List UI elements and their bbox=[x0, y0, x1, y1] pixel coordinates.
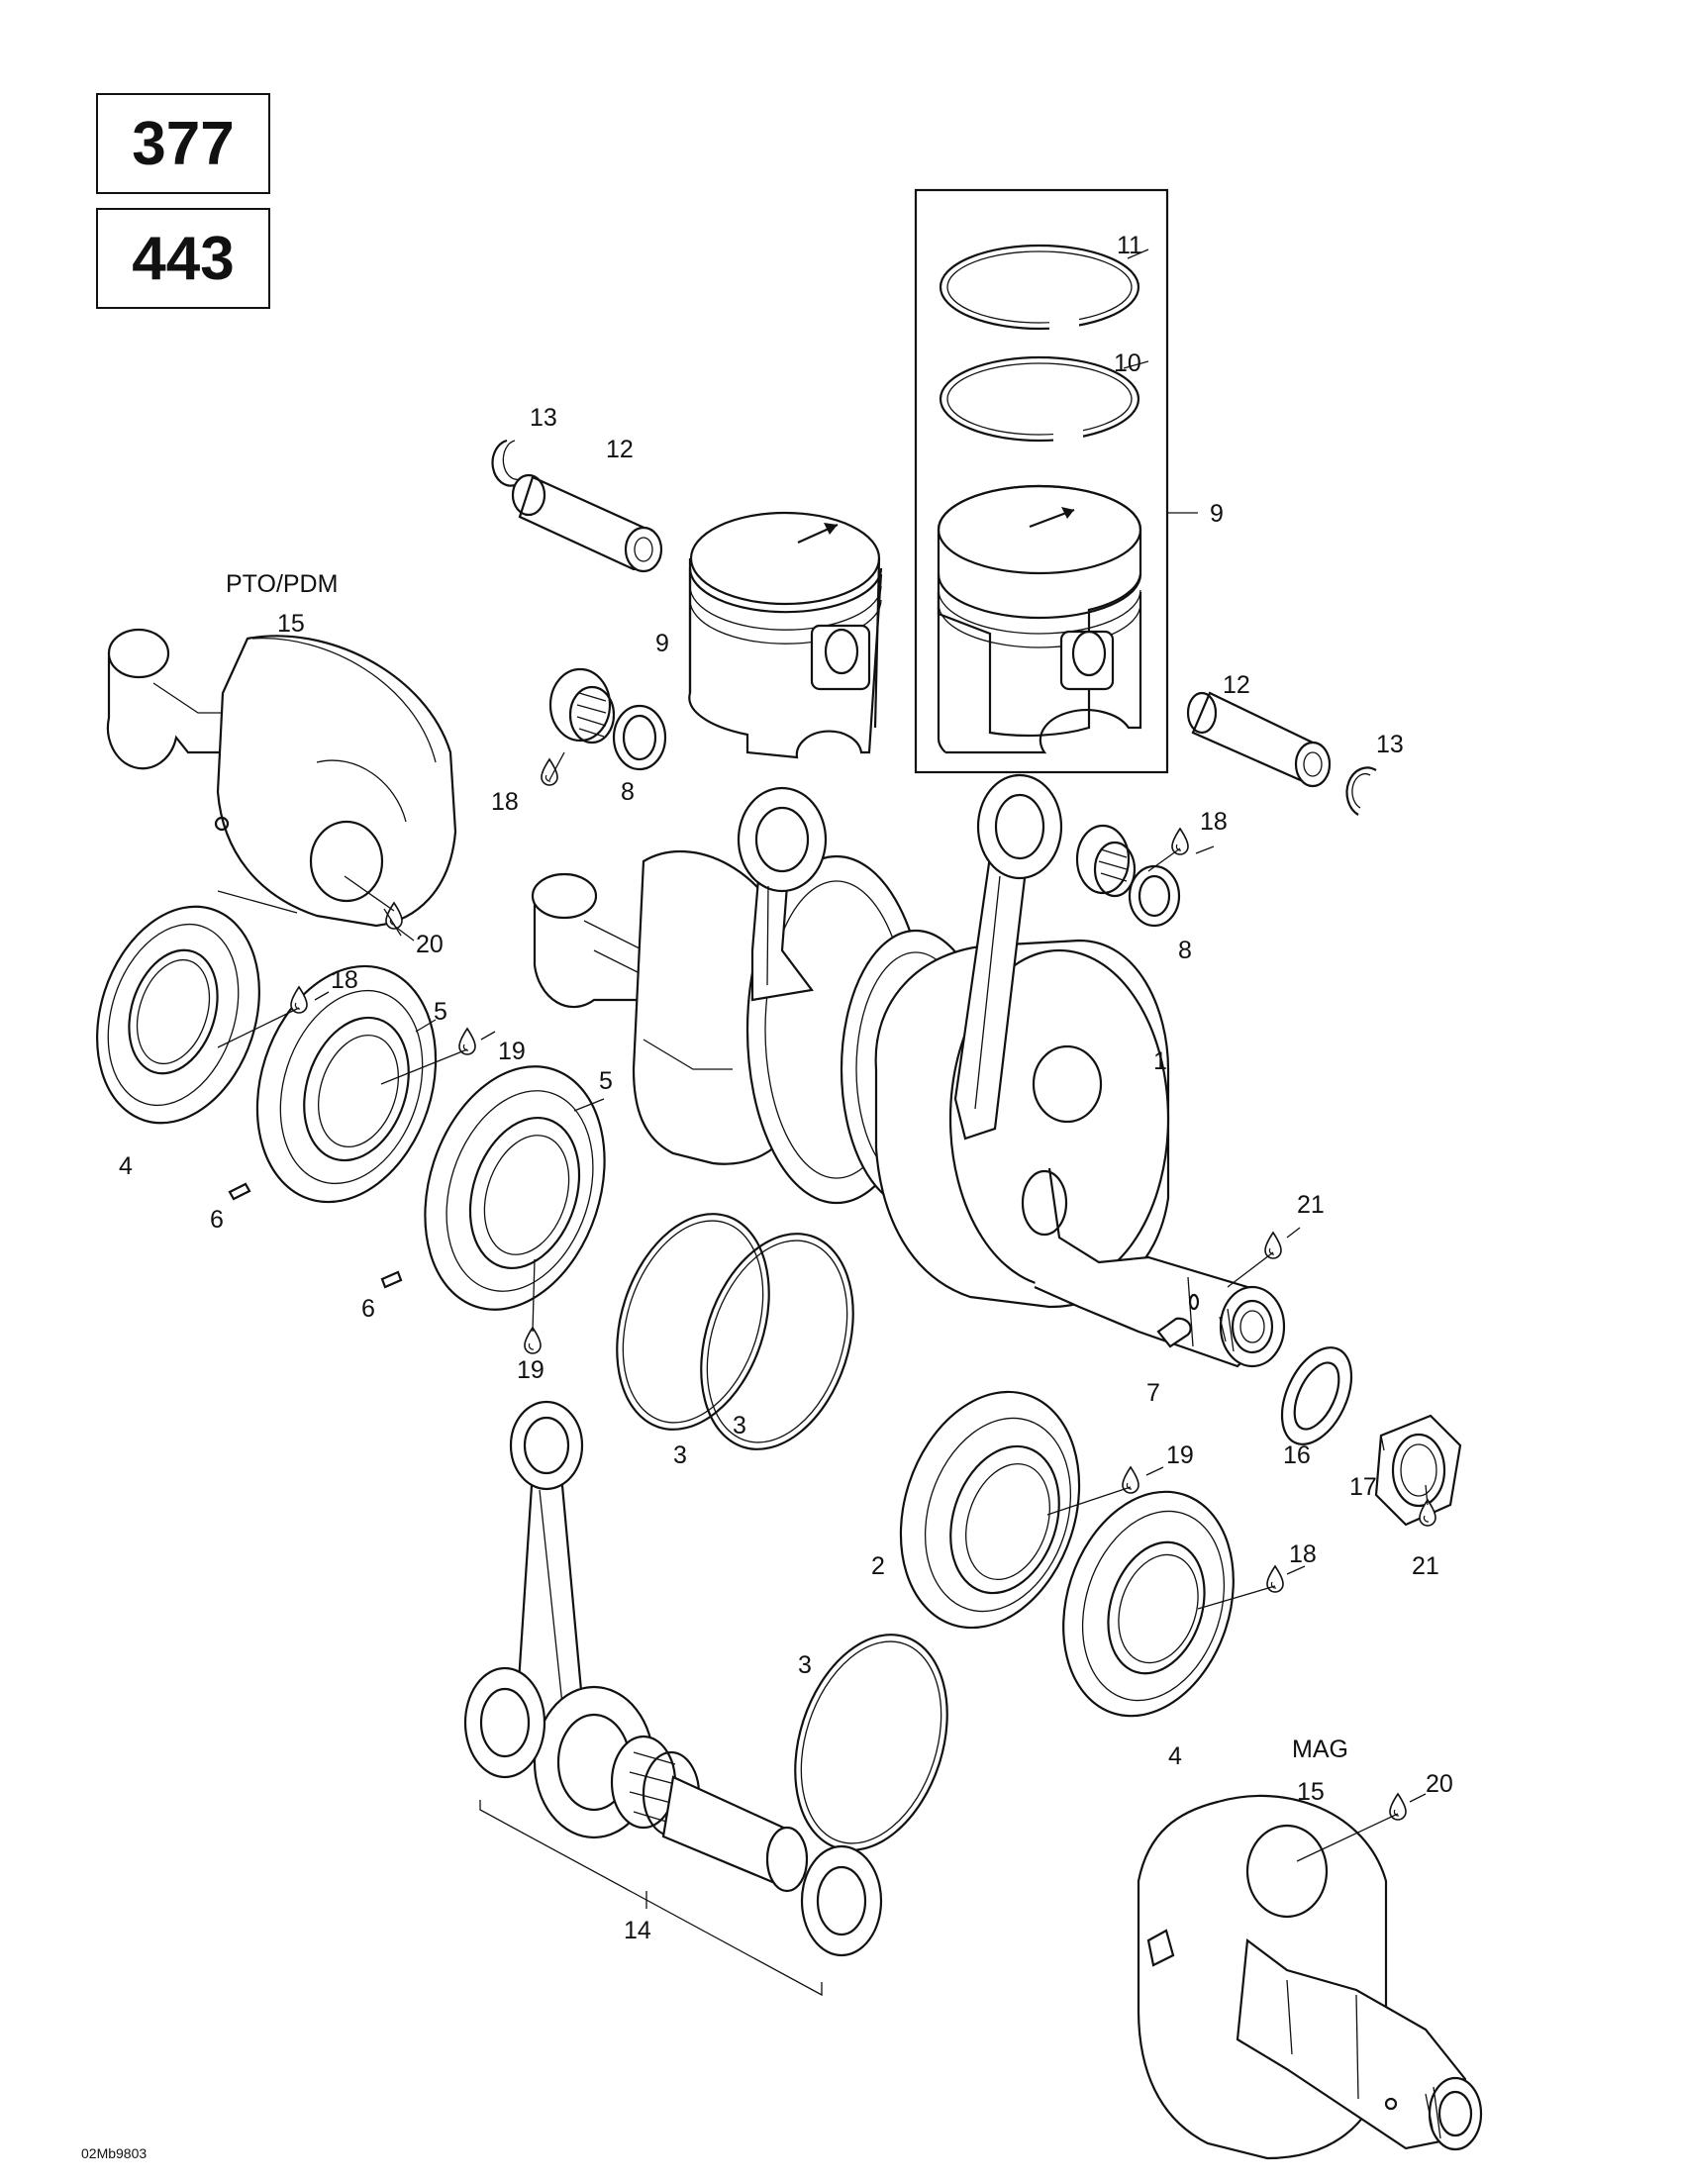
callout-18: 18 bbox=[331, 966, 358, 994]
callout-21: 21 bbox=[1297, 1191, 1325, 1219]
leader-lines bbox=[217, 751, 1429, 1862]
ball-bearing-mag bbox=[899, 1390, 1081, 1630]
callout-18: 18 bbox=[1289, 1540, 1317, 1568]
callout-20: 20 bbox=[1426, 1770, 1453, 1798]
lubricant-drop-icon bbox=[541, 758, 558, 786]
connecting-rod-kit bbox=[463, 1400, 883, 1997]
callout-14: 14 bbox=[624, 1917, 651, 1944]
circlip-right bbox=[1345, 766, 1377, 816]
dowel-pin-upper bbox=[228, 1182, 251, 1201]
seal-ring-pto-a bbox=[616, 1213, 770, 1431]
callout-8: 8 bbox=[1178, 937, 1192, 964]
callout-4: 4 bbox=[1168, 1742, 1182, 1770]
callout-9: 9 bbox=[1210, 500, 1224, 528]
crank-half-pto bbox=[106, 628, 457, 928]
callout-13: 13 bbox=[530, 404, 557, 432]
callout-5: 5 bbox=[434, 998, 447, 1026]
callout-17: 17 bbox=[1349, 1473, 1377, 1501]
piston-pin-right bbox=[1186, 691, 1332, 788]
lubricant-drop-icon bbox=[290, 986, 308, 1014]
callout-10: 10 bbox=[1114, 349, 1141, 377]
circlip-left bbox=[491, 439, 521, 487]
connecting-rod-right bbox=[953, 773, 1063, 1141]
dowel-pin-lower bbox=[380, 1270, 403, 1289]
callout-16: 16 bbox=[1283, 1441, 1311, 1469]
callout-3: 3 bbox=[673, 1441, 687, 1469]
callout-12: 12 bbox=[1223, 671, 1250, 699]
ball-bearing-pto-outer bbox=[255, 964, 438, 1204]
callout-18: 18 bbox=[1200, 808, 1228, 836]
callout-3: 3 bbox=[733, 1412, 746, 1439]
callout-19: 19 bbox=[498, 1038, 526, 1065]
drawing-code: 02Mb9803 bbox=[81, 2145, 147, 2161]
seal-ring-pto-b bbox=[700, 1233, 854, 1450]
callout-6: 6 bbox=[361, 1295, 375, 1323]
callout-9: 9 bbox=[655, 630, 669, 657]
section-label-pto: PTO/PDM bbox=[226, 570, 338, 598]
oil-seal-pto bbox=[96, 905, 260, 1125]
piston-kit-piston bbox=[937, 484, 1142, 754]
callout-numbers: 1 2 3 3 3 4 4 5 5 6 6 7 8 8 9 9 10 11 12… bbox=[119, 232, 1453, 1944]
callout-19: 19 bbox=[1166, 1441, 1194, 1469]
crankshaft-assembly bbox=[531, 850, 1286, 1368]
piston-pin-left bbox=[511, 473, 663, 573]
lock-washer bbox=[1280, 1346, 1353, 1445]
lubricant-drop-icon bbox=[1264, 1232, 1282, 1259]
callout-20: 20 bbox=[416, 931, 444, 958]
woodruff-key bbox=[1156, 1317, 1192, 1348]
connecting-rod-left bbox=[737, 786, 828, 1002]
callout-5: 5 bbox=[599, 1067, 613, 1095]
callout-18: 18 bbox=[491, 788, 519, 816]
piston bbox=[688, 511, 883, 759]
piston-kit-frame bbox=[914, 188, 1198, 774]
section-label-mag: MAG bbox=[1292, 1736, 1348, 1763]
callout-4: 4 bbox=[119, 1152, 133, 1180]
engine-code-box-377: 377 bbox=[96, 93, 270, 194]
crank-half-mag bbox=[1137, 1794, 1483, 2160]
callout-15: 15 bbox=[277, 610, 305, 638]
callout-15: 15 bbox=[1297, 1778, 1325, 1806]
callout-8: 8 bbox=[621, 778, 635, 806]
piston-ring-second bbox=[939, 355, 1149, 444]
callout-6: 6 bbox=[210, 1206, 224, 1234]
engine-code-box-443: 443 bbox=[96, 208, 270, 309]
ball-bearing-pto-inner bbox=[424, 1065, 606, 1311]
engine-code-443: 443 bbox=[132, 224, 235, 293]
callout-11: 11 bbox=[1117, 232, 1142, 259]
crank-nut bbox=[1374, 1414, 1462, 1527]
callout-1: 1 bbox=[1153, 1047, 1167, 1075]
oil-seal-mag bbox=[1062, 1490, 1235, 1718]
callout-13: 13 bbox=[1376, 731, 1404, 758]
callout-12: 12 bbox=[606, 436, 634, 463]
callout-2: 2 bbox=[871, 1552, 885, 1580]
callout-21: 21 bbox=[1412, 1552, 1439, 1580]
lubricant-drop-icon bbox=[1171, 828, 1189, 855]
callout-19: 19 bbox=[517, 1356, 544, 1384]
needle-bearing-left bbox=[548, 667, 667, 771]
lubricant-drop-icon bbox=[458, 1028, 476, 1055]
piston-ring-top bbox=[939, 244, 1149, 332]
callout-7: 7 bbox=[1146, 1379, 1160, 1407]
needle-bearing-right bbox=[1075, 824, 1181, 928]
engine-code-377: 377 bbox=[132, 109, 235, 178]
callout-3: 3 bbox=[798, 1651, 812, 1679]
